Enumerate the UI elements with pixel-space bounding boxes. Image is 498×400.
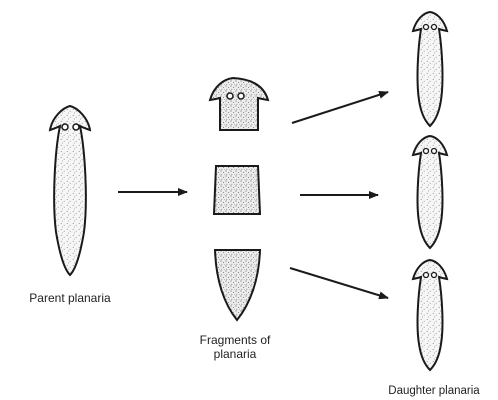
fragment-tail [215,250,260,320]
daughter-planaria-1 [413,12,447,126]
parent-planaria-label: Parent planaria [6,291,134,305]
parent-eye-left [62,124,68,130]
fragment-head-eye-right [238,93,244,99]
fragment-head [210,78,268,130]
arrow-head-to-daughter [292,92,388,123]
daughter-planaria-2 [413,136,447,248]
fragment-head-eye-left [227,93,233,99]
fragments-label-line1: Fragments of [180,333,290,347]
fragment-middle [214,166,260,214]
arrow-tail-to-daughter [290,268,388,298]
parent-eye-right [73,124,79,130]
daughter-planaria-label: Daughter planaria [372,384,496,398]
fragments-label-line2: planaria [180,347,290,361]
daughter-planaria-3 [413,260,447,370]
parent-planaria [50,106,90,275]
